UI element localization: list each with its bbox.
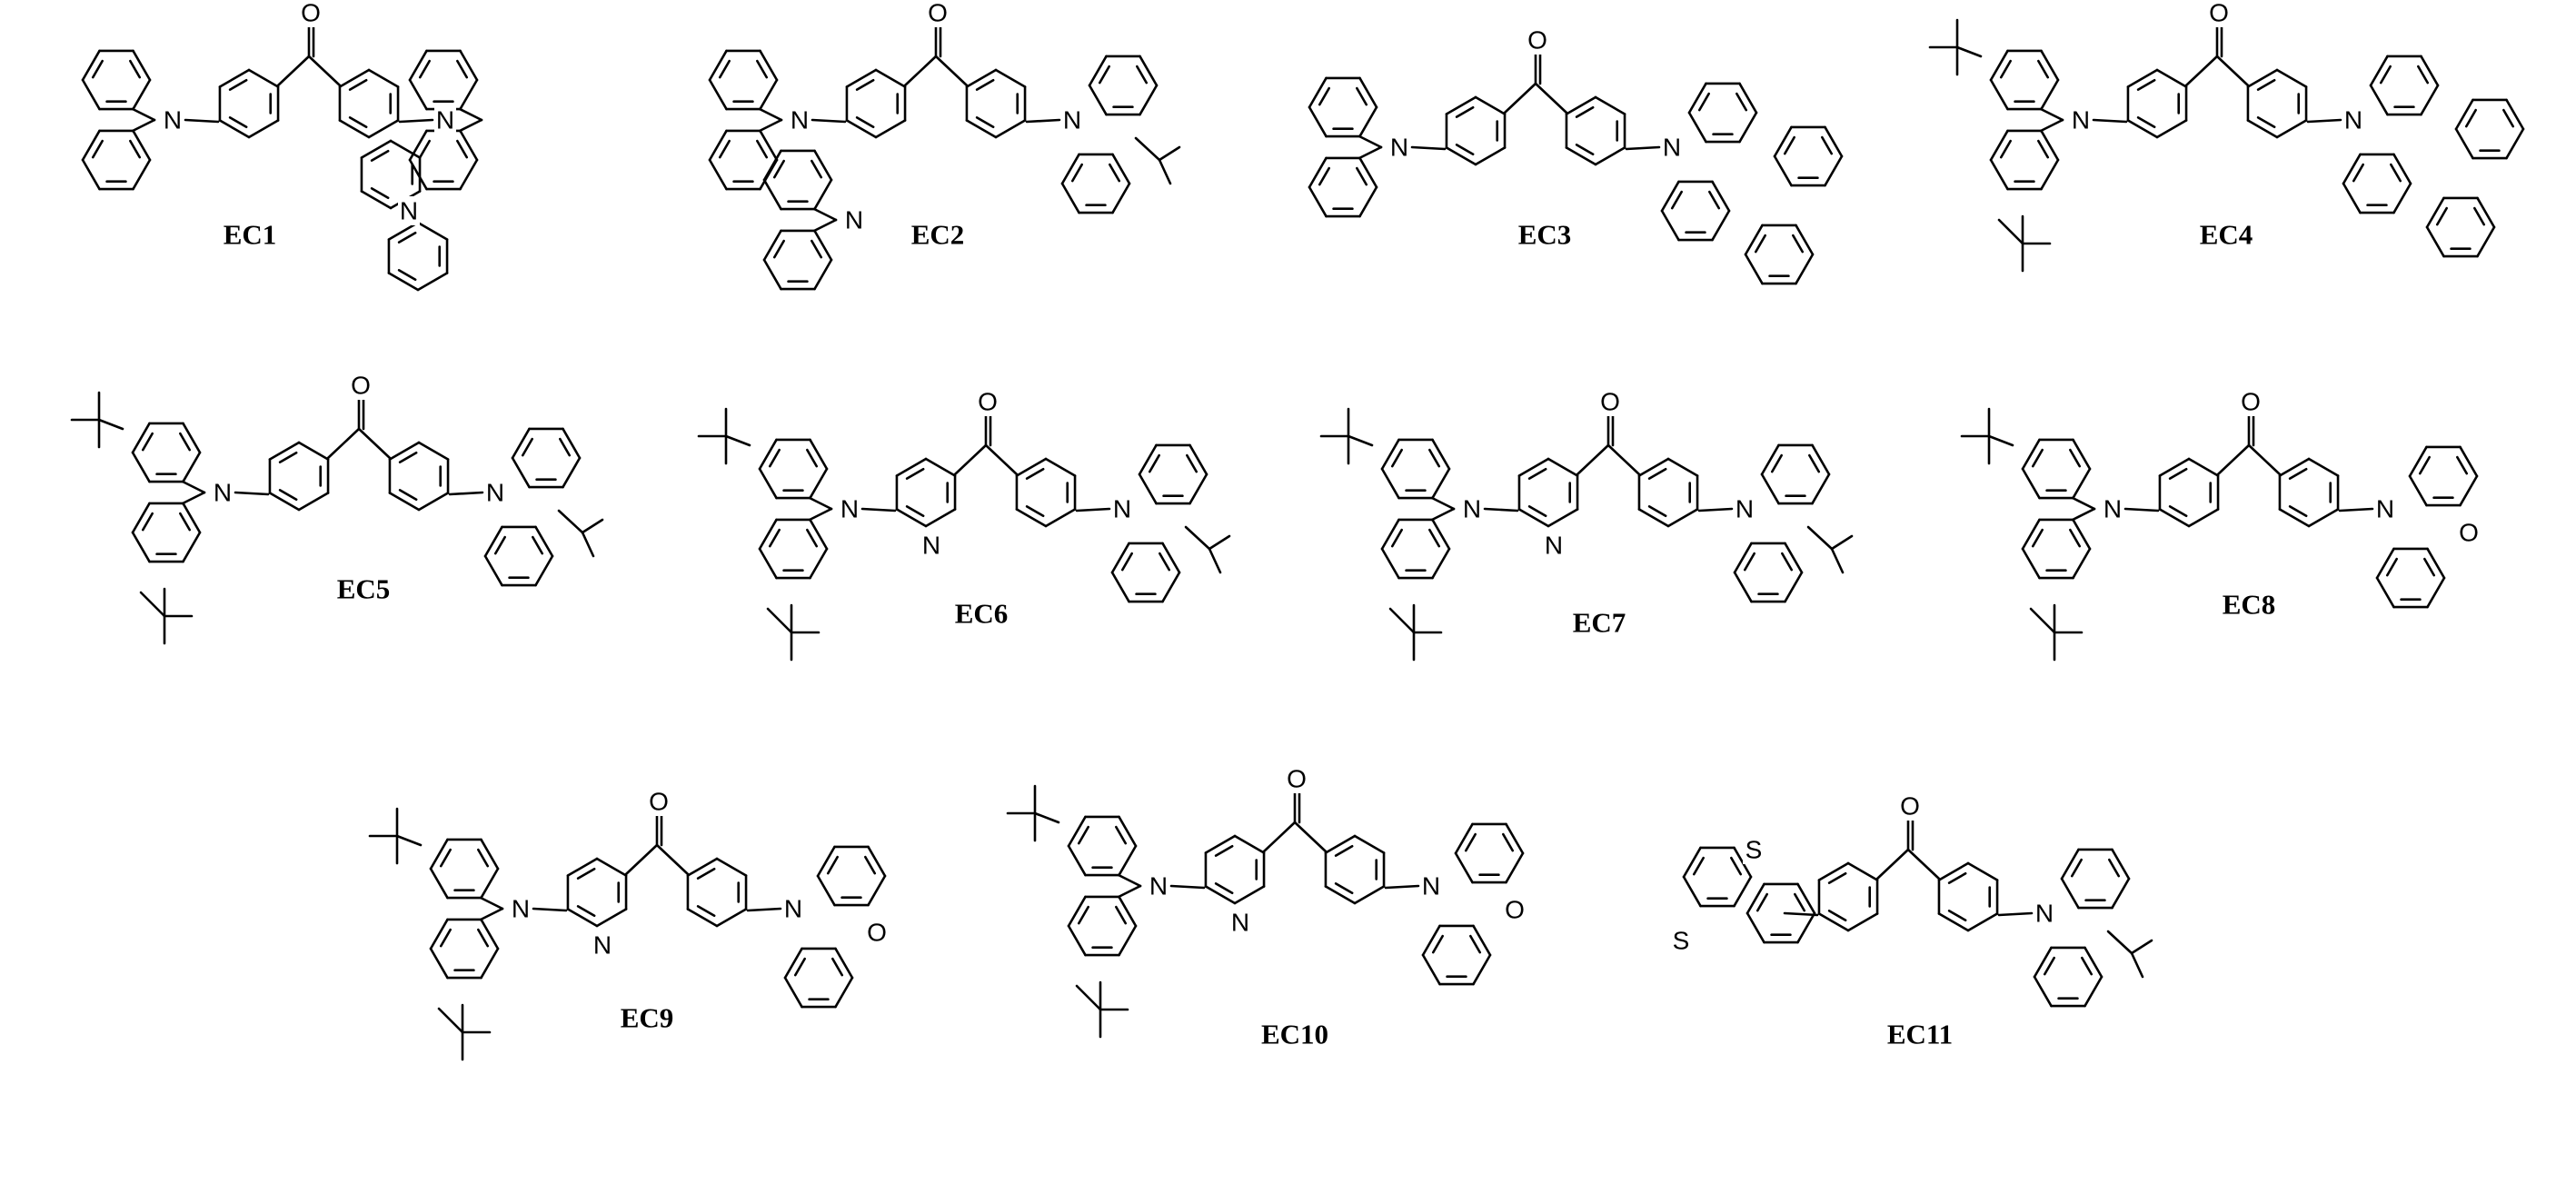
compound-label-ec11: EC11 [1887, 1019, 1953, 1050]
nitrogen-atom: N [784, 895, 802, 923]
compound-label-ec4: EC4 [2200, 219, 2253, 251]
nitrogen-atom: N [1463, 495, 1481, 523]
oxygen-atom: O [978, 388, 998, 416]
nitrogen-atom: N [2344, 106, 2362, 134]
oxygen-atom: O [867, 919, 887, 947]
nitrogen-atom: N [1231, 909, 1249, 937]
compound-ec8: O N O N EC8 [1960, 387, 2480, 662]
oxygen-atom: O [1505, 896, 1525, 924]
compound-label-ec1: EC1 [224, 219, 277, 251]
compound-ec10: O N O N N EC10 [1006, 764, 1526, 1050]
compound-ec3: O N N EC3 [1308, 25, 1844, 285]
oxygen-atom: O [2241, 388, 2261, 416]
oxygen-atom: O [928, 0, 948, 27]
nitrogen-atom: N [2072, 106, 2090, 134]
compound-ec2: O N N N EC2 [708, 0, 1181, 291]
compound-ec7: O N N N EC7 [1319, 387, 1854, 662]
compound-label-ec7: EC7 [1573, 607, 1626, 639]
compound-ec4: O N N EC4 [1928, 0, 2525, 273]
nitrogen-atom: N [2376, 495, 2394, 523]
nitrogen-atom: N [214, 479, 232, 507]
compound-ec5: O N N EC5 [70, 371, 604, 645]
compound-label-ec10: EC10 [1261, 1019, 1328, 1050]
nitrogen-atom: N [512, 895, 530, 923]
sulfur-atom: S [1673, 927, 1690, 955]
nitrogen-atom: N [1736, 495, 1754, 523]
nitrogen-atom: N [1113, 495, 1131, 523]
nitrogen-atom: N [593, 931, 612, 960]
oxygen-atom: O [1527, 26, 1547, 55]
sulfur-atom: S [1746, 836, 1763, 864]
oxygen-atom: O [351, 372, 371, 400]
compound-ec1: O N N N EC1 [81, 0, 483, 292]
compound-label-ec5: EC5 [337, 573, 391, 605]
nitrogen-atom: N [845, 206, 863, 234]
oxygen-atom: O [301, 0, 321, 27]
compound-label-ec3: EC3 [1518, 219, 1572, 251]
compound-label-ec8: EC8 [2223, 589, 2276, 621]
nitrogen-atom: N [840, 495, 859, 523]
nitrogen-atom: N [1422, 872, 1440, 901]
oxygen-atom: O [1900, 792, 1920, 821]
nitrogen-atom: N [2104, 495, 2122, 523]
nitrogen-atom: N [1063, 106, 1081, 134]
compound-ec6: O N N N EC6 [697, 387, 1231, 662]
compound-label-ec6: EC6 [955, 598, 1009, 630]
nitrogen-atom: N [486, 479, 504, 507]
nitrogen-atom: N [2035, 900, 2054, 928]
nitrogen-atom: N [922, 532, 940, 560]
nitrogen-atom: N [791, 106, 809, 134]
oxygen-atom: O [1600, 388, 1620, 416]
oxygen-atom: O [1287, 765, 1307, 793]
nitrogen-atom: N [164, 106, 182, 134]
nitrogen-atom: N [400, 197, 418, 225]
compound-label-ec2: EC2 [911, 219, 965, 251]
oxygen-atom: O [2209, 0, 2229, 27]
compound-ec11: O S S N EC11 [1670, 791, 2153, 1050]
nitrogen-atom: N [436, 106, 454, 134]
oxygen-atom: O [2459, 519, 2479, 547]
compound-ec9: O N O N N EC9 [368, 787, 888, 1061]
oxygen-atom: O [649, 788, 669, 816]
compound-label-ec9: EC9 [621, 1002, 674, 1034]
nitrogen-atom: N [1545, 532, 1563, 560]
nitrogen-atom: N [1663, 134, 1681, 162]
nitrogen-atom: N [1390, 134, 1408, 162]
nitrogen-atom: N [1149, 872, 1168, 901]
